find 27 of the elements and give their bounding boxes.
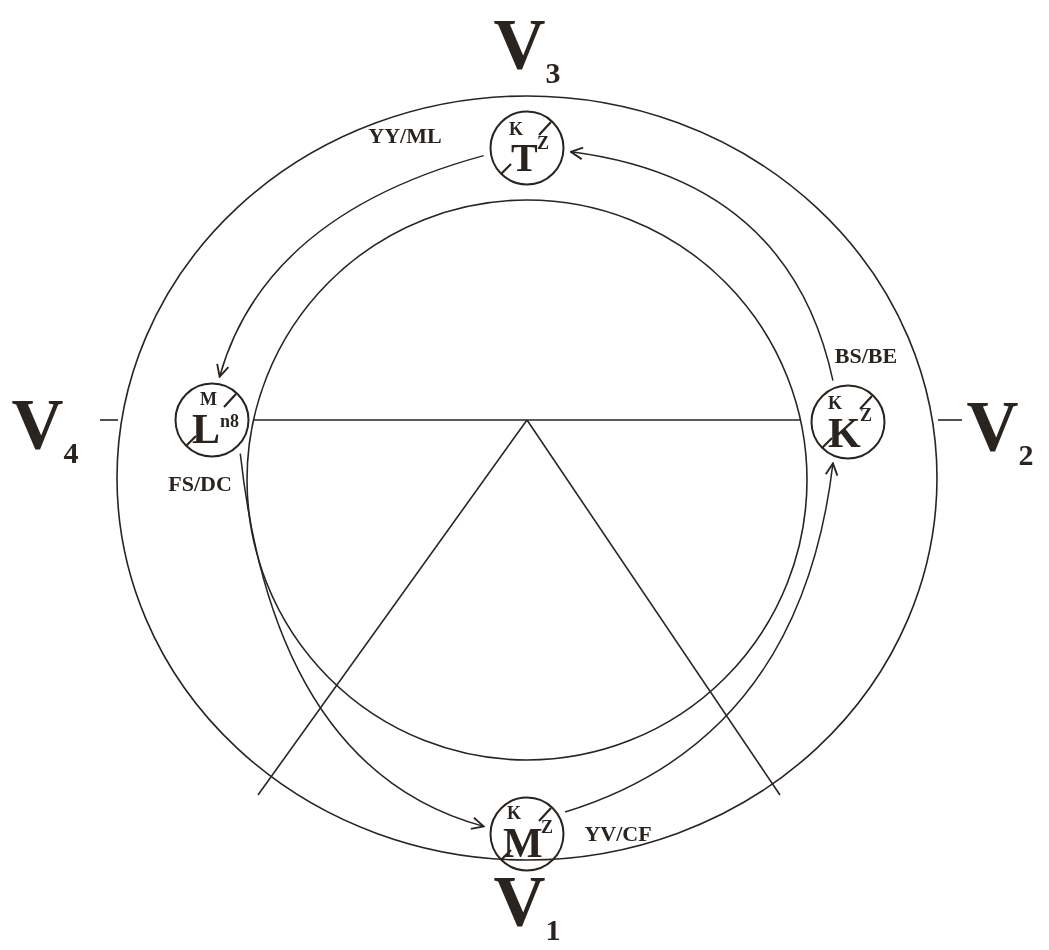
vertex-label: V$_{1}$ [493, 864, 561, 946]
vertex-label: V$_{3}$ [493, 7, 561, 89]
curved-arrow [216, 154, 485, 378]
vertex-label: V$_{4}$ [11, 387, 79, 469]
code-label: YV/CF [584, 821, 652, 847]
symbol-circle [810, 384, 886, 460]
main-letter: M [503, 822, 543, 864]
curved-arrow [569, 147, 834, 382]
index-letter: K [509, 120, 523, 138]
index-letter: Z [860, 406, 872, 424]
index-letter: M [200, 390, 217, 408]
symbol-circle [489, 796, 565, 872]
index-letter: K [828, 394, 842, 412]
main-letter: K [828, 412, 861, 454]
code-label: YY/ML [368, 123, 442, 149]
index-letter: n8 [220, 412, 239, 430]
main-letter: T [511, 138, 538, 178]
index-letter: Z [537, 134, 549, 152]
index-letter: K [507, 804, 521, 822]
code-label: FS/DC [168, 471, 232, 497]
code-label: BS/BE [834, 343, 898, 369]
symbol-circle [174, 382, 250, 458]
main-letter: L [192, 408, 220, 450]
symbol-circle [489, 110, 565, 186]
vertex-label: V$_{2}$ [966, 389, 1034, 471]
index-letter: Z [541, 818, 553, 836]
curved-arrow [564, 462, 838, 813]
